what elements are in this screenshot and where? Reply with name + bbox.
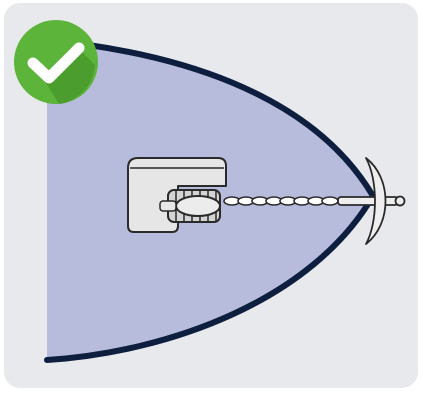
diagram-card	[4, 3, 418, 388]
check-badge	[14, 20, 98, 104]
anchor-chain	[223, 196, 339, 206]
hull-outline	[44, 37, 376, 363]
anchor	[337, 157, 406, 245]
badge-shadow	[35, 49, 95, 104]
check-icon	[27, 42, 85, 84]
chain-link	[321, 196, 339, 206]
bow-diagram	[44, 37, 406, 363]
chain-stopper	[159, 200, 177, 212]
gypsy-drum	[175, 195, 221, 217]
anchor-fluke	[365, 157, 387, 245]
anchor-shackle	[394, 195, 406, 207]
windlass	[127, 157, 227, 233]
anchor-shank	[337, 196, 399, 206]
